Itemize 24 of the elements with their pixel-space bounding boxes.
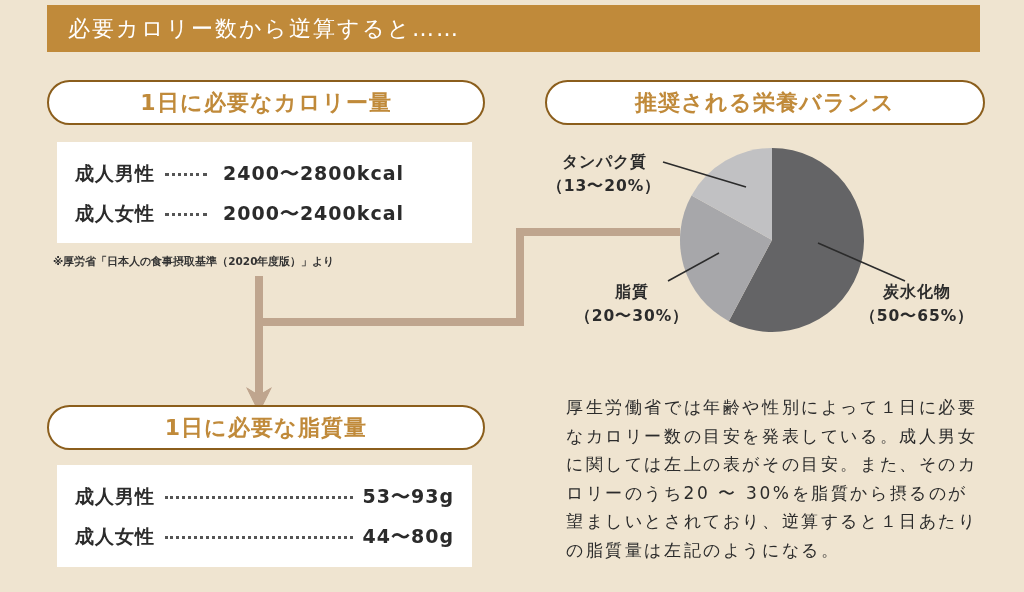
pie-slice [728, 148, 864, 332]
leader-line [662, 161, 747, 188]
row-value: 2400〜2800kcal [223, 161, 404, 186]
slice-label: 炭水化物 （50〜65%） [852, 280, 982, 330]
leader-line [817, 242, 906, 282]
section-heading: 1日に必要な脂質量 [47, 405, 485, 450]
row-value: 2000〜2400kcal [223, 201, 404, 226]
body-text: 厚生労働省では年齢や性別によって１日に必要なカロリー数の目安を発表している。成人男女に関しては左上の表がその目安。また、そのカロリーのうち20 〜 30%を脂質から摂るのが望ましいとされており、逆算すると１日あたりの脂質量は左記のようになる。 [566, 396, 978, 562]
pie-chart [680, 148, 864, 332]
slice-label: タンパク質 （13〜20%） [545, 150, 663, 200]
title-banner: 必要カロリー数から逆算すると…… [47, 5, 980, 52]
section-heading: 推奨される栄養バランス [545, 80, 985, 125]
leader-line [667, 252, 720, 282]
row-label: 成人女性 [75, 524, 155, 549]
row-value: 53〜93g [362, 484, 454, 509]
row-value: 44〜80g [362, 524, 454, 549]
row-label: 成人男性 [75, 484, 155, 509]
pie-slice [680, 195, 772, 322]
row-label: 成人男性 [75, 161, 155, 186]
pie-slice [691, 148, 772, 240]
section-heading: 1日に必要なカロリー量 [47, 80, 485, 125]
row-label: 成人女性 [75, 201, 155, 226]
slice-label: 脂質 （20〜30%） [566, 280, 698, 330]
source-note: ※厚労省「日本人の食事摂取基準（2020年度版）」より [53, 255, 335, 269]
